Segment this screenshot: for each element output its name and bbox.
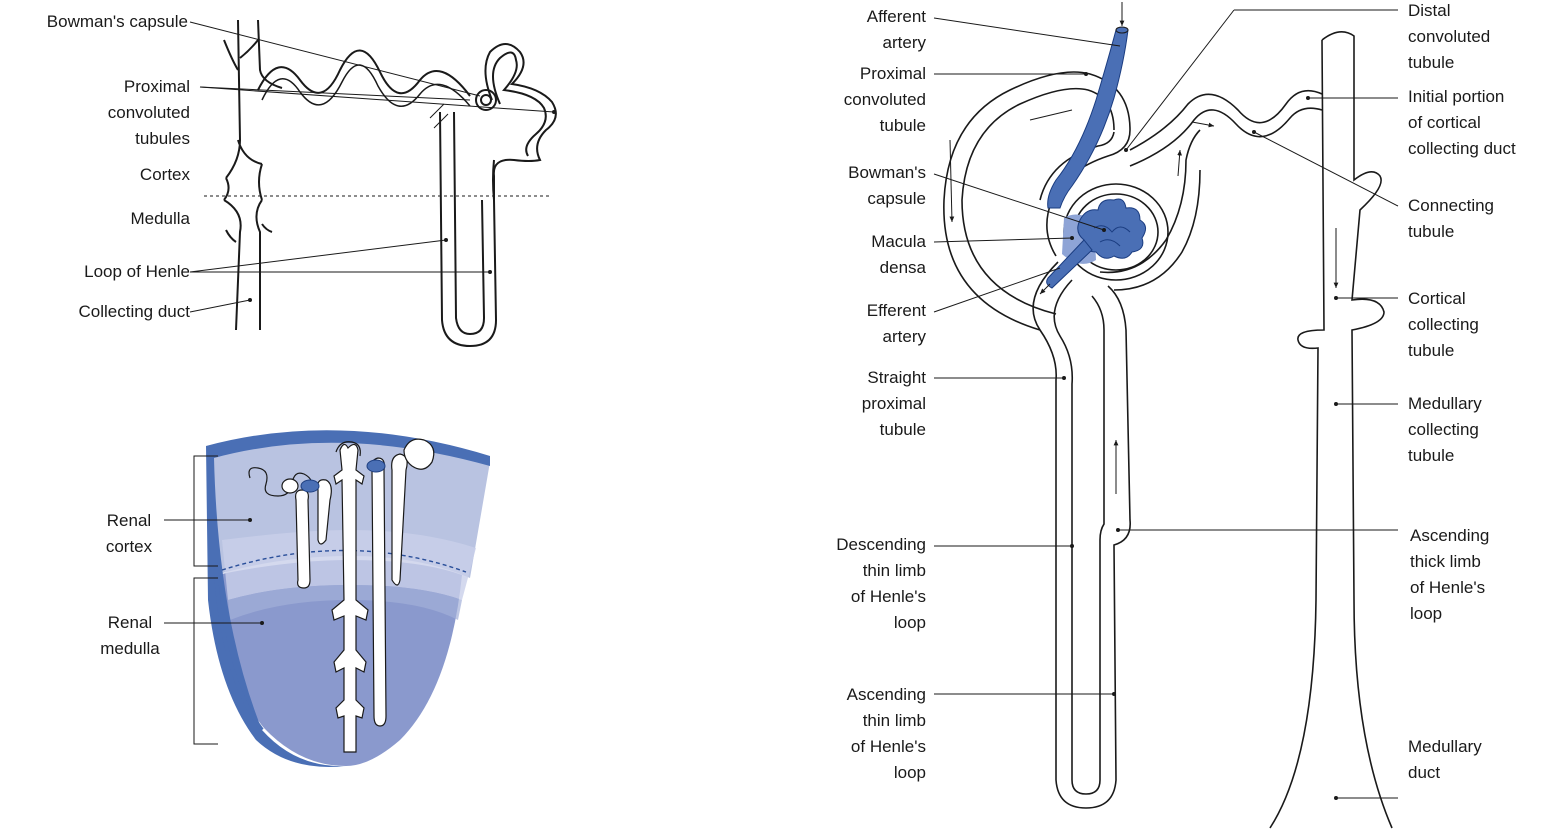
wedge-glomerulus-2 [367, 460, 385, 472]
simple-nephron-schematic [224, 20, 556, 346]
proximal-convoluted-tubule-inner [1054, 280, 1104, 794]
top-left-leader-lines [190, 22, 554, 312]
label-cortical-collecting-tubule: Cortical collecting tubule [1408, 286, 1548, 364]
label-loop-of-henle: Loop of Henle [20, 259, 190, 285]
loop-of-henle-outline [440, 112, 496, 346]
label-bowmans-capsule-right: Bowman's capsule [810, 160, 926, 212]
label-straight-proximal-tubule: Straight proximal tubule [810, 365, 926, 443]
wedge-short-loop [296, 490, 310, 588]
label-descending-thin-limb: Descending thin limb of Henle's loop [800, 532, 926, 636]
afferent-artery [1048, 30, 1128, 208]
label-efferent-artery: Efferent artery [810, 298, 926, 350]
collecting-duct-outline [1322, 32, 1392, 828]
label-afferent-artery: Afferent artery [810, 4, 926, 56]
distal-convoluted-tubule [1130, 91, 1322, 150]
label-proximal-convoluted-tubule: Proximal convoluted tubule [810, 61, 926, 139]
wedge-glomerulus-1 [301, 480, 319, 492]
label-bowmans-capsule-top: Bowman's capsule [8, 9, 188, 35]
label-initial-portion-cortical-collecting-duct: Initial portion of cortical collecting d… [1408, 84, 1553, 162]
detailed-nephron [944, 32, 1392, 828]
label-ascending-thick-limb: Ascending thick limb of Henle's loop [1410, 523, 1550, 627]
kidney-wedge [206, 430, 490, 767]
arteries-and-glomerulus [1040, 2, 1146, 294]
label-macula-densa: Macula densa [810, 229, 926, 281]
label-medulla: Medulla [30, 206, 190, 232]
label-collecting-duct-top: Collecting duct [20, 299, 190, 325]
label-distal-convoluted-tubule: Distal convoluted tubule [1408, 0, 1548, 76]
label-medullary-collecting-tubule: Medullary collecting tubule [1408, 391, 1548, 469]
label-ascending-thin-limb: Ascending thin limb of Henle's loop [800, 682, 926, 786]
proximal-tubule-wiggle [258, 50, 470, 96]
label-cortex: Cortex [30, 162, 190, 188]
label-connecting-tubule: Connecting tubule [1408, 193, 1548, 245]
collecting-duct-branches [224, 20, 282, 330]
proximal-convoluted-tubule-outer [1033, 262, 1130, 808]
label-renal-cortex: Renal cortex [96, 508, 162, 560]
label-renal-medulla: Renal medulla [94, 610, 166, 662]
wedge-long-loop [372, 458, 386, 726]
right-leader-lines [934, 10, 1398, 798]
label-medullary-duct: Medullary duct [1408, 734, 1548, 786]
label-proximal-convoluted-tubules: Proximal convoluted tubules [30, 74, 190, 152]
